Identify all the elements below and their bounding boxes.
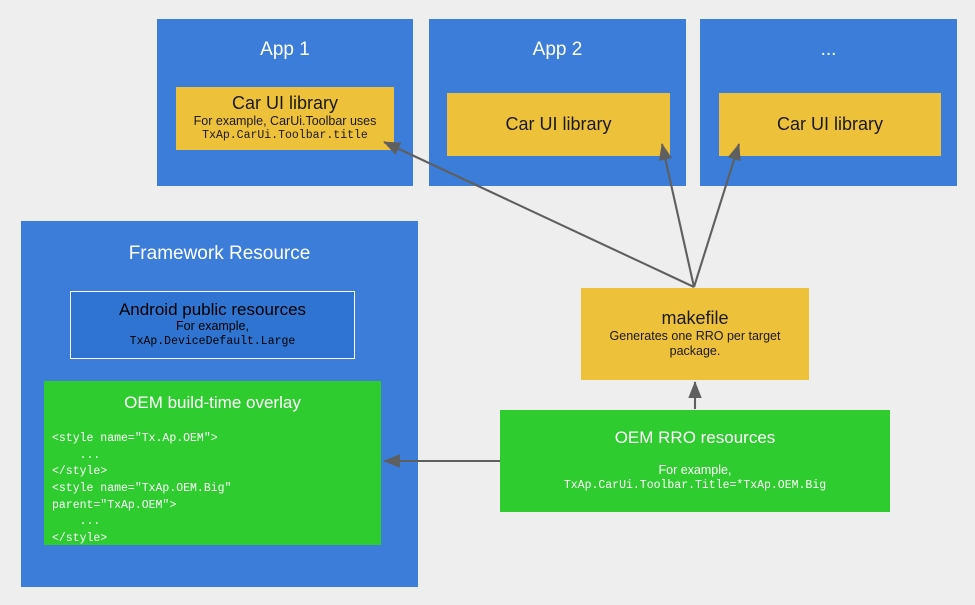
- oem-build-time-overlay-code: <style name="Tx.Ap.OEM"> ... </style> <s…: [52, 432, 232, 546]
- android-public-resources-subtitle: For example,: [176, 319, 249, 334]
- makefile-box: makefile Generates one RRO per target pa…: [581, 288, 809, 380]
- app-panel-2-title: App 2: [532, 39, 583, 60]
- android-public-resources-heading: Android public resources: [118, 299, 307, 319]
- android-public-resources-box: Android public resources For example, Tx…: [70, 291, 355, 359]
- car-ui-library-heading-3: Car UI library: [776, 114, 883, 135]
- app-panel-1-title: App 1: [260, 39, 310, 60]
- makefile-heading: makefile: [661, 308, 729, 329]
- oem-rro-resources-box: OEM RRO resources For example, TxAp.CarU…: [500, 410, 890, 512]
- car-ui-library-subtitle-1: For example, CarUi.Toolbar uses: [193, 113, 377, 128]
- car-ui-library-box-3: Car UI library: [719, 93, 941, 156]
- android-public-resources-code: TxAp.DeviceDefault.Large: [129, 335, 296, 349]
- makefile-subtitle: Generates one RRO per target package.: [609, 328, 781, 359]
- app-panel-3-title: ...: [820, 39, 837, 60]
- car-ui-library-code-1: TxAp.CarUi.Toolbar.title: [202, 129, 368, 143]
- oem-rro-resources-subtitle: For example,: [658, 463, 732, 478]
- oem-build-time-overlay-box: OEM build-time overlay <style name="Tx.A…: [44, 381, 381, 545]
- oem-rro-resources-code: TxAp.CarUi.Toolbar.Title=*TxAp.OEM.Big: [563, 479, 827, 493]
- car-ui-library-heading-1: Car UI library: [231, 92, 338, 113]
- car-ui-library-box-1: Car UI library For example, CarUi.Toolba…: [176, 87, 394, 150]
- car-ui-library-box-2: Car UI library: [447, 93, 670, 156]
- framework-resource-title: Framework Resource: [128, 243, 311, 264]
- car-ui-library-heading-2: Car UI library: [505, 114, 612, 135]
- oem-build-time-overlay-heading: OEM build-time overlay: [124, 393, 301, 412]
- oem-rro-resources-heading: OEM RRO resources: [614, 427, 776, 447]
